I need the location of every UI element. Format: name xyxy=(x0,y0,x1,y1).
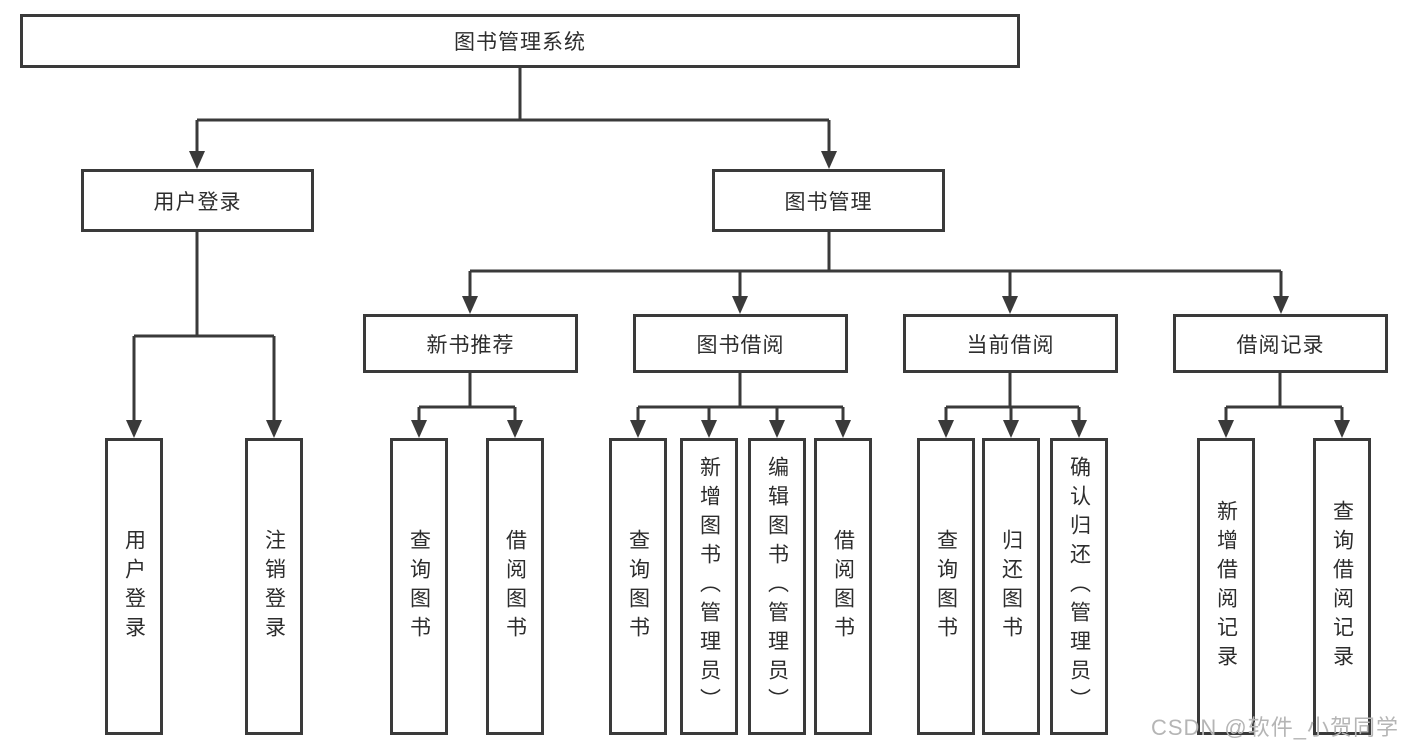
leaf-label: 编辑图书（管理员） xyxy=(765,456,789,717)
leaf-label: 新增图书（管理员） xyxy=(697,456,721,717)
leaf-node-user-login: 用户登录 xyxy=(105,438,163,735)
leaf-node-bb-borrow-books: 借阅图书 xyxy=(814,438,872,735)
group-node-current-borrow: 当前借阅 xyxy=(903,314,1118,373)
group-node-borrow-records: 借阅记录 xyxy=(1173,314,1388,373)
leaf-label: 查询图书 xyxy=(934,528,958,645)
group-node-new-books: 新书推荐 xyxy=(363,314,578,373)
leaf-label: 查询借阅记录 xyxy=(1330,499,1354,674)
leaf-node-bb-edit-books-admin: 编辑图书（管理员） xyxy=(748,438,806,735)
leaf-node-br-query-record: 查询借阅记录 xyxy=(1313,438,1371,735)
leaf-label: 查询图书 xyxy=(407,528,431,645)
leaf-label: 借阅图书 xyxy=(503,528,527,645)
leaf-node-logout: 注销登录 xyxy=(245,438,303,735)
leaf-node-nb-query-books: 查询图书 xyxy=(390,438,448,735)
leaf-node-cb-query-books: 查询图书 xyxy=(917,438,975,735)
leaf-label: 用户登录 xyxy=(122,528,146,645)
leaf-node-cb-return-books: 归还图书 xyxy=(982,438,1040,735)
leaf-label: 确认归还（管理员） xyxy=(1067,456,1091,717)
branch-node-user-login: 用户登录 xyxy=(81,169,314,232)
leaf-label: 新增借阅记录 xyxy=(1214,499,1238,674)
group-node-book-borrow: 图书借阅 xyxy=(633,314,848,373)
leaf-label: 查询图书 xyxy=(626,528,650,645)
leaf-node-br-add-record: 新增借阅记录 xyxy=(1197,438,1255,735)
branch-node-book-management: 图书管理 xyxy=(712,169,945,232)
leaf-node-cb-confirm-return-admin: 确认归还（管理员） xyxy=(1050,438,1108,735)
leaf-label: 借阅图书 xyxy=(831,528,855,645)
csdn-watermark: CSDN @软件_小贺同学 xyxy=(1150,715,1399,740)
leaf-label: 注销登录 xyxy=(262,528,286,645)
leaf-node-bb-add-books-admin: 新增图书（管理员） xyxy=(680,438,738,735)
leaf-label: 归还图书 xyxy=(999,528,1023,645)
leaf-node-nb-borrow-books: 借阅图书 xyxy=(486,438,544,735)
leaf-node-bb-query-books: 查询图书 xyxy=(609,438,667,735)
root-node-system: 图书管理系统 xyxy=(20,14,1020,68)
